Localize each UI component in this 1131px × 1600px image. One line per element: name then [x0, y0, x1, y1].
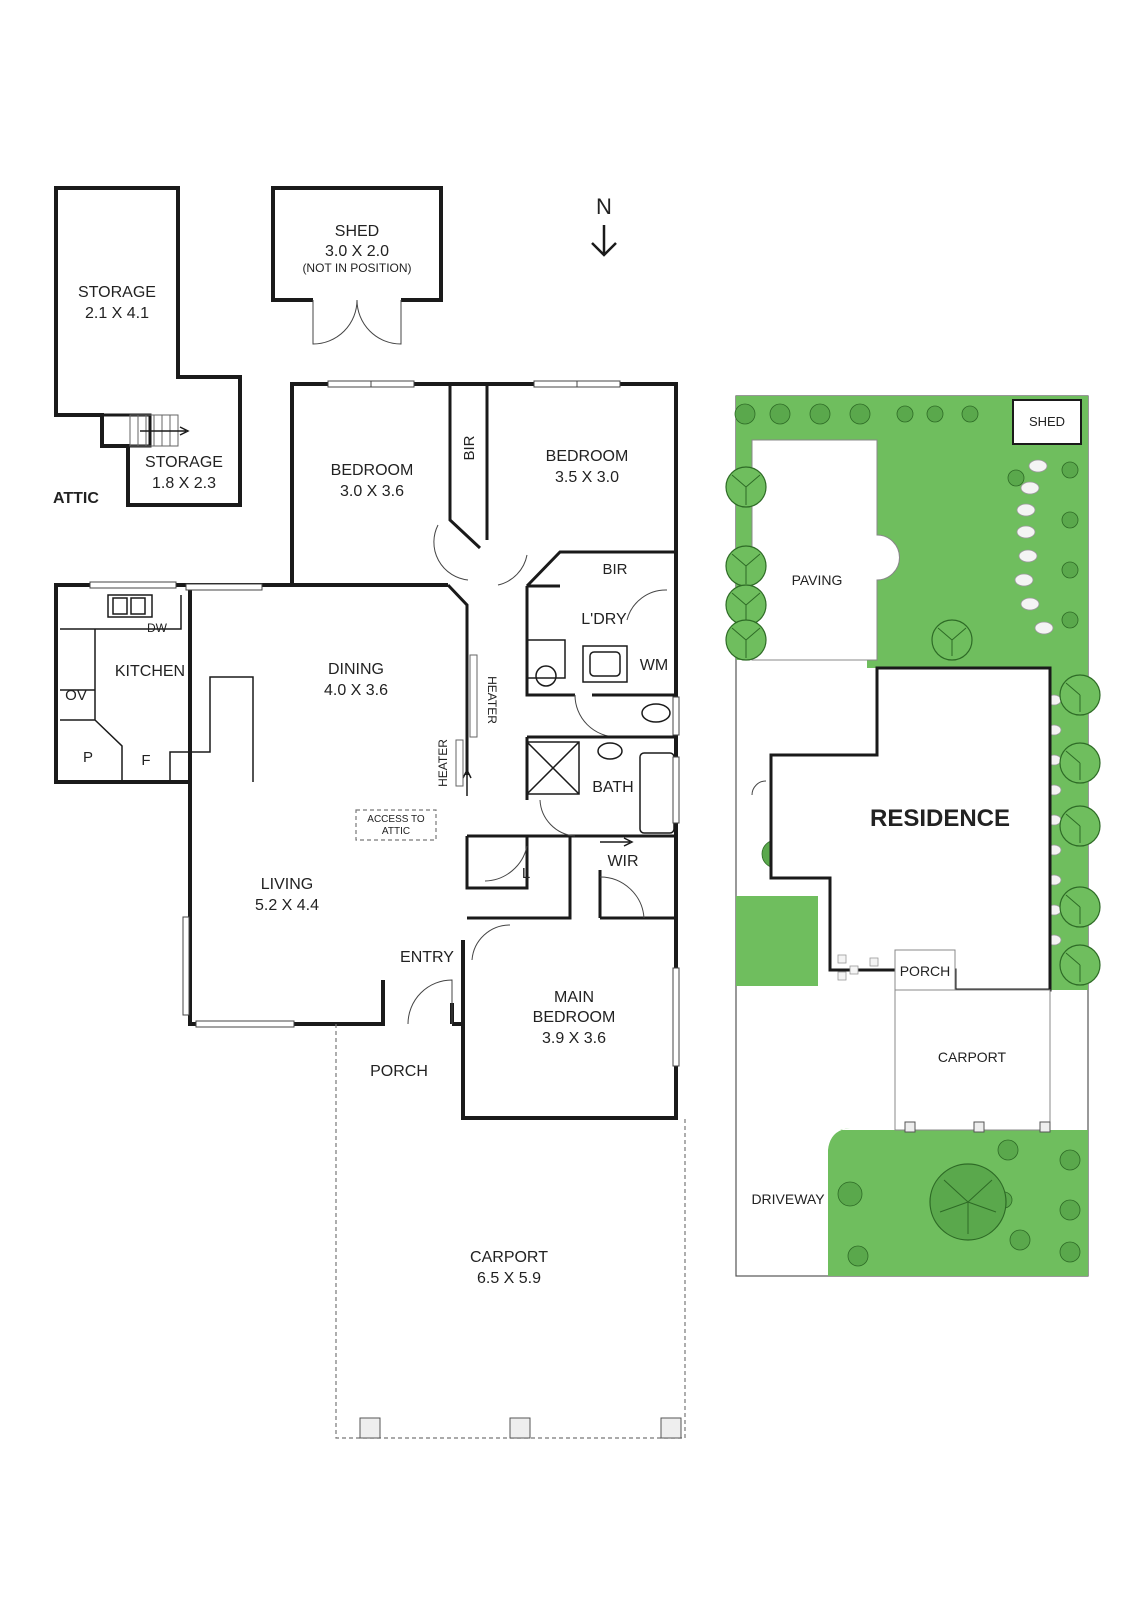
site-carport-label: CARPORT: [938, 1049, 1007, 1065]
entry-label: ENTRY: [400, 949, 454, 966]
site-carport: [894, 989, 1051, 1131]
bedroom-2-name: BEDROOM: [546, 448, 629, 465]
entry-door-icon: [407, 979, 453, 1025]
heater-label-1: HEATER: [485, 676, 499, 724]
bath-label: BATH: [592, 779, 633, 796]
site-paving-label: PAVING: [792, 572, 843, 588]
site-porch: [894, 949, 956, 991]
main-bedroom-line1: MAIN: [554, 989, 594, 1006]
shed-name: SHED: [335, 223, 379, 240]
stepping-stones: [1014, 459, 1062, 946]
site-shed-label: SHED: [1029, 414, 1065, 429]
attic-label: ATTIC: [53, 490, 99, 507]
site-driveway-label: DRIVEWAY: [751, 1191, 825, 1207]
kitchen-label: KITCHEN: [115, 663, 185, 680]
pantry-label: P: [83, 749, 93, 766]
compass: N: [591, 194, 617, 257]
laundry-label: L'DRY: [581, 611, 627, 628]
main-bedroom-size: 3.9 X 3.6: [542, 1030, 606, 1047]
site-shed: [1012, 399, 1082, 445]
carport-outline: [335, 1024, 686, 1439]
bir-wall: [448, 384, 489, 550]
site-plan: SHED RESIDENCE PORCH CARPORT PAVING DRIV…: [725, 395, 1101, 1277]
attic-access-line1: ACCESS TO: [367, 814, 425, 825]
fridge-label: F: [141, 752, 150, 769]
shed-door-icon: [312, 299, 402, 345]
attic-access-line2: ATTIC: [382, 826, 410, 837]
shed-size: 3.0 X 2.0: [325, 243, 389, 260]
attic-plan: STORAGE 2.1 X 4.1 STORAGE 1.8 X 2.3 ATTI…: [53, 186, 242, 507]
carport-size: 6.5 X 5.9: [477, 1270, 541, 1287]
attic-storage-wall: [54, 186, 242, 507]
shed-plan: SHED 3.0 X 2.0 (NOT IN POSITION): [271, 186, 443, 345]
bedroom-1-size: 3.0 X 3.6: [340, 483, 404, 500]
bedroom-1-name: BEDROOM: [331, 462, 414, 479]
bedroom-2-size: 3.5 X 3.0: [555, 469, 619, 486]
living-size: 5.2 X 4.4: [255, 897, 319, 914]
storage-2-size: 1.8 X 2.3: [152, 475, 216, 492]
storage-2-name: STORAGE: [145, 454, 223, 471]
ov-label: OV: [65, 687, 87, 704]
linen-label: L: [522, 865, 530, 882]
porch-label: PORCH: [370, 1063, 428, 1080]
bir-label-1: BIR: [461, 435, 478, 460]
storage-1-name: STORAGE: [78, 284, 156, 301]
compass-label: N: [596, 194, 612, 219]
attic-access-hatch: [355, 809, 437, 841]
living-name: LIVING: [261, 876, 313, 893]
heater-label-2: HEATER: [436, 739, 450, 787]
shed-wall: [271, 186, 443, 302]
trees: [725, 466, 1101, 1241]
paving-area: [751, 439, 900, 661]
storage-1-size: 2.1 X 4.1: [85, 305, 149, 322]
residence-label: RESIDENCE: [870, 805, 1010, 832]
dining-size: 4.0 X 3.6: [324, 682, 388, 699]
shed-note: (NOT IN POSITION): [302, 261, 411, 275]
bir-label-2: BIR: [602, 561, 627, 578]
carport-name: CARPORT: [470, 1249, 548, 1266]
compass-arrow-icon: [591, 225, 617, 257]
main-bedroom-line2: BEDROOM: [533, 1009, 616, 1026]
wir-wall: [465, 834, 676, 920]
hall-wall: [446, 583, 469, 775]
stairs-icon: [129, 414, 190, 447]
site-porch-label: PORCH: [900, 963, 951, 979]
bedrooms-exterior-wall: [290, 382, 678, 586]
lawn-side: [736, 896, 818, 986]
wir-label: WIR: [607, 853, 638, 870]
kitchen-bench: [60, 595, 254, 782]
wm-label: WM: [640, 657, 668, 674]
residence-footprint: [769, 666, 1052, 992]
house-plan: BEDROOM 3.0 X 3.6 BEDROOM 3.5 X 3.0 BIR …: [54, 380, 686, 1439]
dining-name: DINING: [328, 661, 384, 678]
dw-label: DW: [147, 621, 168, 635]
